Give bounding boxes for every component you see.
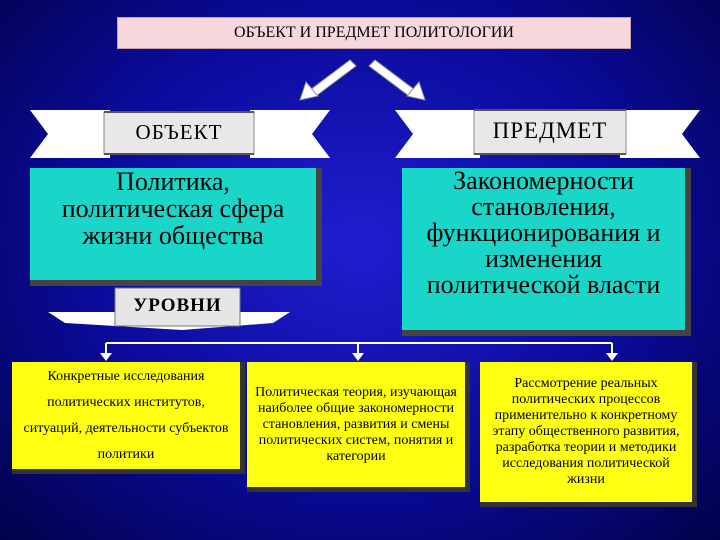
levels-label: УРОВНИ xyxy=(133,295,222,316)
connector-arrow-right xyxy=(606,353,618,361)
object-description: Политика, политическая сфера жизни общес… xyxy=(61,167,285,250)
level-text-theoretical: Политическая теория, изучающая наиболее … xyxy=(255,384,457,464)
object-description-box: Политика, политическая сфера жизни общес… xyxy=(30,168,322,286)
level-text-empirical: Конкретные исследования политических инс… xyxy=(23,368,229,462)
level-box-theoretical: Политическая теория, изучающая наиболее … xyxy=(247,362,470,492)
page-title-text: ОБЪЕКТ И ПРЕДМЕТ ПОЛИТОЛОГИИ xyxy=(234,24,514,41)
level-box-empirical: Конкретные исследования политических инс… xyxy=(12,362,245,474)
subject-description: Закономерности становления, функциониров… xyxy=(426,166,661,299)
subject-label: ПРЕДМЕТ xyxy=(492,118,608,143)
arrow-right xyxy=(368,59,426,101)
level-box-applied: Рассмотрение реальных политических проце… xyxy=(480,362,697,507)
page-title: ОБЪЕКТ И ПРЕДМЕТ ПОЛИТОЛОГИИ xyxy=(117,17,631,49)
connector-arrow-left xyxy=(100,353,112,361)
subject-description-box: Закономерности становления, функциониров… xyxy=(402,168,691,336)
level-text-applied: Рассмотрение реальных политических проце… xyxy=(492,376,680,487)
connector-arrow-center xyxy=(352,353,364,361)
object-label: ОБЪЕКТ xyxy=(135,120,223,144)
arrow-left xyxy=(299,59,357,101)
levels-connector xyxy=(105,342,613,355)
